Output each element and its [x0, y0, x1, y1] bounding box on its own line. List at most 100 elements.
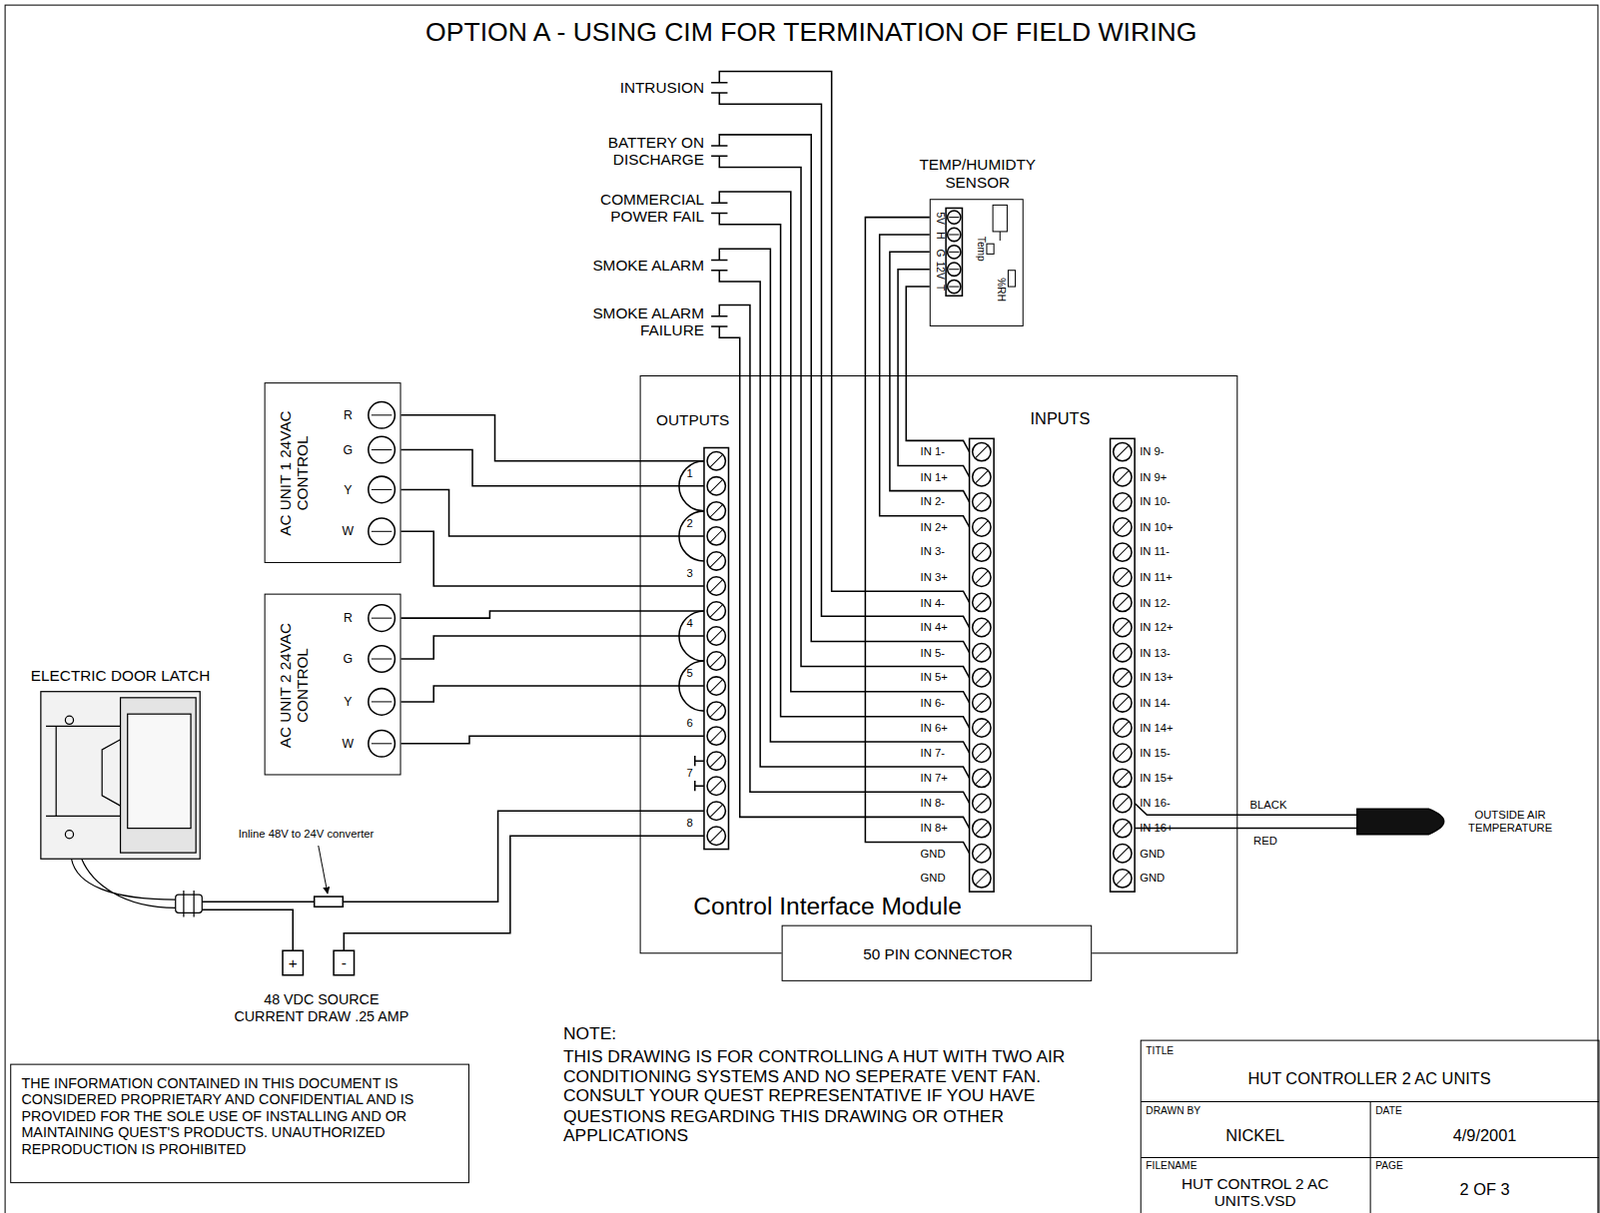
terminal-label: GND — [920, 846, 946, 860]
terminal-label: IN 8- — [920, 797, 945, 810]
box-text: G — [343, 653, 354, 668]
title-block-cell: 2 OF 3 — [1460, 1181, 1511, 1201]
terminal-label: IN 12+ — [1139, 621, 1173, 635]
alarm-contact-label: SMOKE ALARM — [585, 256, 705, 275]
power-wiring — [201, 810, 705, 975]
terminal-label: IN 10+ — [1139, 521, 1173, 535]
title-block-cell: DRAWN BY — [1145, 1105, 1201, 1118]
terminal-label: IN 7+ — [920, 772, 948, 786]
terminal-art — [368, 71, 1135, 893]
alarm-contact-label: INTRUSION — [585, 78, 705, 97]
temperature-probe — [1134, 802, 1445, 834]
part-label: BLACK — [1250, 799, 1288, 812]
box-text: Control Interface Module — [693, 891, 962, 920]
terminal-label: IN 13- — [1139, 646, 1171, 660]
box-text: H — [933, 231, 946, 239]
title-block-cell: NICKEL — [1225, 1127, 1285, 1147]
title-block-cell: HUT CONTROL 2 AC UNITS.VSD — [1147, 1175, 1363, 1211]
terminal-label: IN 16- — [1139, 797, 1171, 810]
terminal-label: IN 6- — [920, 696, 945, 710]
field-wire — [897, 269, 970, 478]
sensor-box: TEMP/HUMIDTY SENSOR5VHG12VTTemp%RH — [929, 198, 1024, 327]
notice-box: THE INFORMATION CONTAINED IN THIS DOCUME… — [9, 1064, 470, 1185]
part-label: ELECTRIC DOOR LATCH — [30, 667, 210, 686]
part-label: + — [288, 954, 298, 973]
terminal-label: GND — [1139, 846, 1165, 860]
box-text: G — [343, 444, 354, 459]
terminal-label: IN 12- — [1139, 596, 1171, 610]
ac-control-box: AC UNIT 2 24VAC CONTROL R G Y W — [264, 594, 402, 777]
terminal-label: IN 7- — [920, 747, 945, 761]
terminal-label: IN 2- — [920, 495, 945, 509]
part-label: OUTSIDE AIR TEMPERATURE — [1459, 808, 1562, 835]
terminal-label: IN 11+ — [1139, 571, 1173, 585]
note-text: THIS DRAWING IS FOR CONTROLLING A HUT WI… — [563, 1046, 1115, 1147]
part-label: RED — [1253, 833, 1278, 847]
output-number: 3 — [687, 567, 694, 581]
title-block-cell: PAGE — [1375, 1160, 1404, 1173]
field-wire — [401, 531, 705, 587]
title-block-cell: HUT CONTROLLER 2 AC UNITS — [1248, 1070, 1492, 1090]
alarm-contact-label: COMMERCIAL POWER FAIL — [585, 190, 705, 226]
terminal-label: GND — [920, 871, 946, 885]
terminal-label: IN 4- — [920, 596, 945, 610]
part-label: - — [341, 954, 347, 973]
terminal-label: IN 1- — [920, 445, 945, 459]
terminal-label: IN 14+ — [1139, 722, 1173, 736]
box-text: R — [343, 409, 353, 424]
box-text: R — [343, 612, 353, 627]
alarm-contact-label: SMOKE ALARM FAILURE — [585, 303, 705, 339]
box-text: W — [342, 525, 355, 540]
part-label: 48 VDC SOURCE CURRENT DRAW .25 AMP — [230, 991, 413, 1025]
box-heading: TEMP/HUMIDTY SENSOR — [908, 155, 1046, 191]
terminal-label: IN 5- — [920, 646, 945, 660]
part-label: Inline 48V to 24V converter — [238, 827, 375, 841]
terminal-label: IN 15+ — [1139, 772, 1173, 786]
terminal-label: IN 3+ — [920, 571, 948, 585]
field-wire — [864, 217, 969, 854]
title-block-cell: TITLE — [1145, 1044, 1174, 1057]
output-number: 8 — [687, 816, 694, 830]
terminal-label: IN 8+ — [920, 821, 948, 835]
terminal-label: IN 2+ — [920, 521, 948, 535]
box-text: Y — [343, 696, 352, 711]
output-number: 1 — [687, 467, 694, 481]
terminal-label: IN 1+ — [920, 470, 948, 484]
terminal-label: IN 11- — [1139, 546, 1170, 560]
output-number: 2 — [687, 517, 694, 531]
terminal-label: IN 3- — [920, 546, 945, 560]
terminal-label: IN 13+ — [1139, 671, 1173, 685]
terminal-label: IN 16+ — [1139, 821, 1173, 835]
door-latch — [40, 692, 202, 918]
terminal-label: GND — [1139, 871, 1165, 885]
field-wire — [401, 450, 705, 487]
box-heading: AC UNIT 1 24VAC CONTROL — [276, 408, 312, 540]
connector-box: 50 PIN CONNECTOR — [782, 925, 1093, 982]
box-text: 12V — [933, 261, 946, 280]
box-heading: OUTPUTS — [656, 411, 730, 430]
output-number: 5 — [687, 667, 694, 681]
note-text: NOTE: — [563, 1024, 617, 1045]
title-block-cell: FILENAME — [1145, 1160, 1197, 1173]
box-heading: THE INFORMATION CONTAINED IN THIS DOCUME… — [20, 1075, 460, 1158]
output-number: 4 — [687, 617, 694, 631]
terminal-label: IN 9+ — [1139, 470, 1167, 484]
terminal-label: IN 5+ — [920, 671, 948, 685]
page-border — [4, 4, 1599, 1213]
field-wire — [905, 286, 969, 453]
alarm-contact-label: BATTERY ON DISCHARGE — [585, 133, 705, 169]
box-text: Temp — [974, 236, 987, 262]
title-block-cell: 4/9/2001 — [1453, 1127, 1518, 1147]
terminal-label: IN 4+ — [920, 621, 948, 635]
terminal-label: IN 6+ — [920, 722, 948, 736]
box-text: G — [933, 248, 946, 257]
box-heading: AC UNIT 2 24VAC CONTROL — [276, 620, 312, 752]
field-wire — [401, 686, 705, 703]
field-wire — [401, 736, 705, 745]
output-number: 6 — [687, 717, 694, 731]
control-interface-module: OUTPUTSINPUTSControl Interface Module — [640, 375, 1239, 954]
terminal-label: IN 9- — [1139, 445, 1164, 459]
box-text: W — [342, 738, 355, 753]
terminal-label: IN 10- — [1139, 495, 1171, 509]
